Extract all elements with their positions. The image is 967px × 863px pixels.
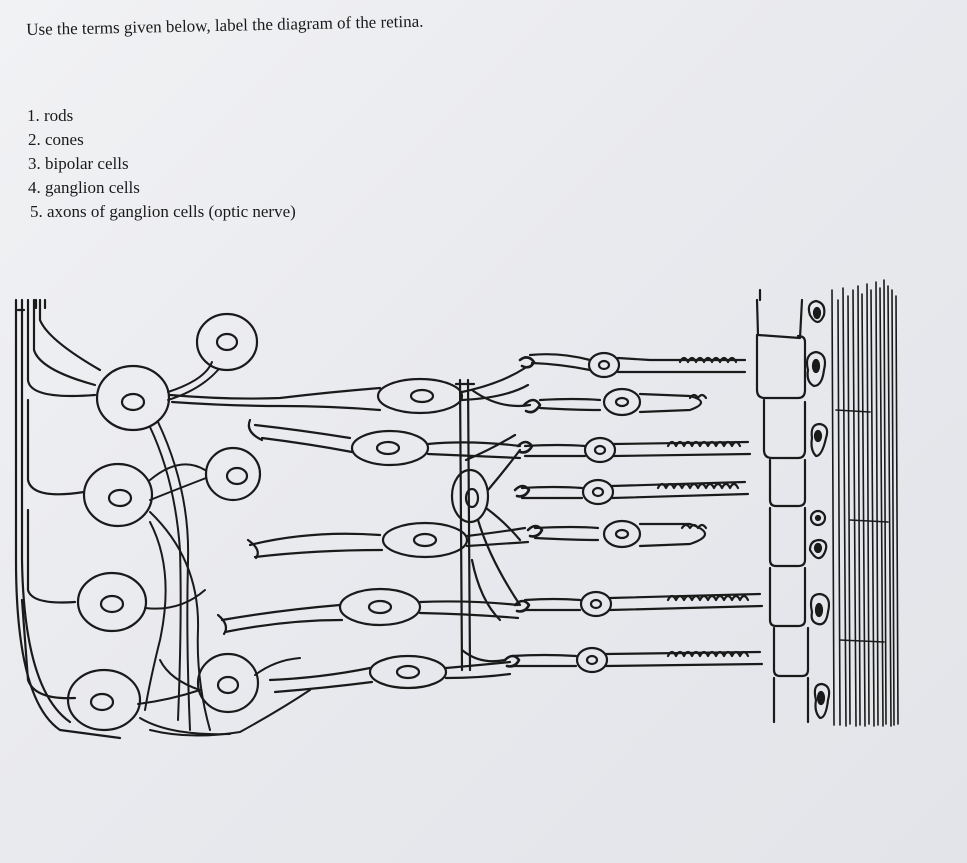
bipolar-cell [170, 368, 528, 413]
ganglion-cell [198, 654, 258, 712]
ganglion-cell [78, 573, 146, 631]
terms-list: 1. rods 2. cones 3. bipolar cells 4. gan… [27, 104, 296, 224]
rod-cell [525, 438, 750, 462]
muller-fibre [452, 380, 530, 670]
retina-diagram [0, 260, 967, 760]
rod-cell [512, 648, 762, 672]
term-cones: 2. cones [28, 130, 84, 149]
worksheet-instruction: Use the terms given below, label the dia… [26, 11, 424, 39]
bipolar-cell [218, 589, 518, 634]
cone-cell [535, 521, 706, 547]
photoreceptor-cells [512, 353, 762, 672]
term-ganglion-cells: 4. ganglion cells [28, 178, 140, 197]
optic-nerve-axons [16, 300, 120, 738]
pigment-epithelium [757, 290, 808, 722]
rod-cell [530, 353, 745, 377]
pigment-granules [807, 301, 829, 718]
rod-cell [525, 592, 762, 616]
term-rods: 1. rods [27, 106, 74, 125]
rod-cell [522, 480, 748, 504]
ganglion-cell [84, 464, 152, 526]
cone-cell [540, 389, 706, 415]
bipolar-cells [170, 368, 528, 692]
ganglion-fibres [138, 362, 310, 736]
ganglion-cells [68, 314, 260, 730]
term-optic-nerve-axons: 5. axons of ganglion cells (optic nerve) [30, 202, 296, 221]
synapse-knobs [505, 357, 542, 666]
term-bipolar-cells: 3. bipolar cells [28, 154, 129, 173]
ganglion-cell [97, 366, 169, 430]
ganglion-cell [68, 670, 140, 730]
bipolar-cell [270, 656, 510, 692]
ganglion-cell [206, 448, 260, 500]
ganglion-cell [197, 314, 257, 370]
bipolar-cell [249, 420, 520, 465]
bipolar-cell [248, 523, 528, 558]
choroid-layer [832, 280, 898, 726]
